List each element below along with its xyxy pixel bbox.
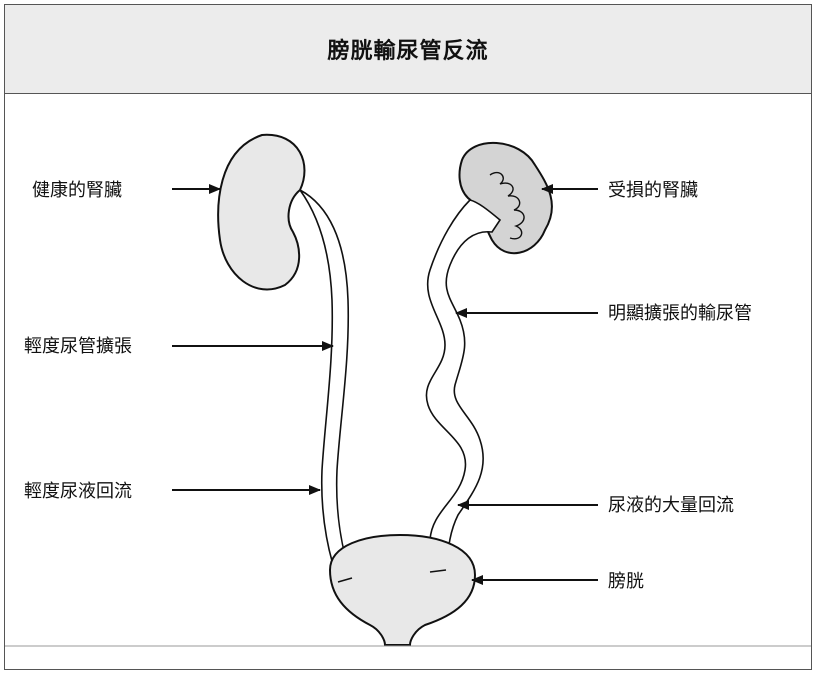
dilated-ureter bbox=[425, 199, 502, 576]
label-massive-reflux: 尿液的大量回流 bbox=[608, 495, 734, 516]
diagram-title: 膀胱輸尿管反流 bbox=[327, 38, 489, 64]
right-ureter-end bbox=[429, 569, 447, 573]
left-ureter-end bbox=[337, 577, 353, 583]
label-bladder: 膀胱 bbox=[608, 571, 644, 592]
healthy-kidney bbox=[217, 133, 306, 291]
label-mild-ureter-dilation: 輕度尿管擴張 bbox=[24, 336, 132, 357]
label-damaged-kidney: 受損的腎臟 bbox=[608, 180, 698, 201]
label-healthy-kidney: 健康的腎臟 bbox=[32, 180, 122, 201]
damaged-calyces bbox=[489, 171, 525, 240]
label-mild-urine-reflux: 輕度尿液回流 bbox=[24, 481, 132, 502]
left-ureter bbox=[299, 189, 353, 587]
bladder bbox=[328, 533, 477, 646]
damaged-kidney bbox=[458, 141, 553, 255]
title-bar: 膀胱輸尿管反流 bbox=[5, 5, 811, 94]
label-dilated-ureter: 明顯擴張的輸尿管 bbox=[608, 303, 752, 324]
